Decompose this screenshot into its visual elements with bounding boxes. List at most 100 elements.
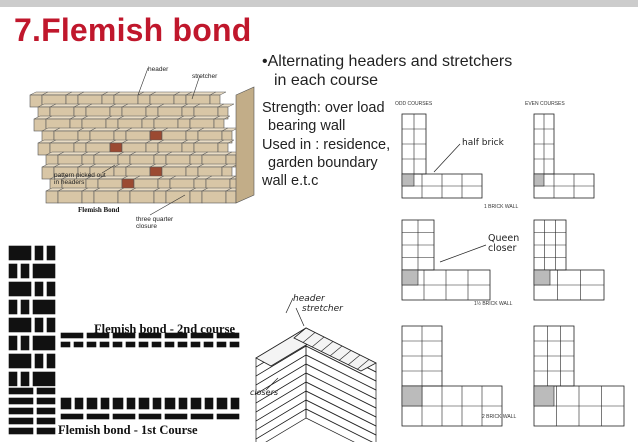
half-brick-leader <box>433 143 461 173</box>
plan-brick <box>189 412 215 421</box>
one-brick-wall-label: 1 BRICK WALL <box>484 204 519 210</box>
plan-brick <box>19 298 31 316</box>
plan-brick <box>7 298 19 316</box>
header-label: header <box>148 66 169 73</box>
flemish-bond-plan <box>7 244 241 436</box>
plan-brick <box>137 331 163 340</box>
plan-brick <box>137 340 150 349</box>
queen-closer-hatch <box>533 173 545 187</box>
plan-brick <box>35 386 57 396</box>
plan-brick <box>35 416 57 426</box>
caption-1st-course: Flemish bond - 1st Course <box>58 423 198 437</box>
plan-brick <box>177 396 189 411</box>
plan-brick <box>215 331 241 340</box>
flemish-bond-caption: Flemish Bond <box>78 206 120 214</box>
wall-brick <box>41 166 55 180</box>
one-half-brick-wall-label: 1½ BRICK WALL <box>474 301 513 307</box>
isometric-corner-sketch <box>255 297 377 442</box>
wall-brick <box>165 190 191 204</box>
plan-brick <box>111 331 137 340</box>
plan-brick <box>7 406 35 416</box>
iso-top-joint <box>356 359 370 370</box>
header-handwritten-note: header <box>293 294 325 304</box>
plan-brick <box>163 340 176 349</box>
plan-brick <box>7 280 33 298</box>
iso-top-joint <box>302 332 316 343</box>
header-arrow <box>285 297 294 314</box>
plan-brick <box>35 406 57 416</box>
plan-brick <box>7 416 35 426</box>
plan-brick <box>202 340 215 349</box>
plan-brick <box>31 262 57 280</box>
queen-closer-hatch <box>533 269 551 286</box>
queen-closer-hatch <box>401 173 415 187</box>
wall-brick <box>129 190 155 204</box>
plan-brick <box>35 396 57 406</box>
plan-brick <box>203 396 215 411</box>
plan-brick <box>7 316 33 334</box>
wall-brick <box>153 190 167 204</box>
plan-brick <box>59 396 73 411</box>
course-plans-drawing <box>401 113 625 427</box>
plan-brick <box>99 396 111 411</box>
plan-brick <box>33 352 45 370</box>
plan-brick <box>163 412 189 421</box>
iso-top-joint <box>338 350 352 361</box>
bullet-usage: Used in : residence, garden boundary wal… <box>262 137 391 189</box>
plan-brick <box>31 334 57 352</box>
plan-brick <box>215 412 241 421</box>
plan-brick <box>45 352 57 370</box>
iso-top-joint <box>347 354 361 366</box>
plan-brick <box>31 370 57 388</box>
wall-brick <box>225 190 237 204</box>
plan-brick <box>19 334 31 352</box>
plan-brick <box>137 412 163 421</box>
plan-brick <box>229 396 241 411</box>
plan-brick <box>189 396 203 411</box>
bullet-alternating: •Alternating headers and stretchers in e… <box>262 53 513 89</box>
wall-side-face <box>235 86 255 204</box>
queen-closer-hatch <box>533 385 555 407</box>
iso-top-joint <box>329 345 343 357</box>
plan-brick <box>45 280 57 298</box>
queen-closer-label: Queen closer <box>488 233 520 254</box>
closers-arrow <box>265 377 279 391</box>
wall-brick <box>117 190 131 204</box>
wall-brick <box>93 190 119 204</box>
iso-top-joint <box>293 327 307 339</box>
plan-brick <box>163 331 189 340</box>
queen-closer-leader <box>439 244 487 263</box>
wall-brick <box>201 190 227 204</box>
half-brick-label: half brick <box>462 138 504 148</box>
top-bar <box>0 0 638 7</box>
stretcher-leader-line <box>191 74 201 100</box>
iso-top-joint <box>320 341 334 352</box>
plan-brick <box>85 340 98 349</box>
stretcher-label: stretcher <box>192 73 218 80</box>
stretcher-arrow <box>295 307 305 327</box>
plan-brick <box>111 340 124 349</box>
plan-brick <box>150 340 163 349</box>
two-brick-wall-label: 2 BRICK WALL <box>482 414 517 420</box>
plan-brick <box>215 396 229 411</box>
plan-brick <box>137 396 151 411</box>
wall-brick <box>37 142 51 156</box>
plan-brick <box>85 396 99 411</box>
flemish-wall-illustration <box>29 67 255 216</box>
page-title: 7.Flemish bond <box>14 12 252 48</box>
stretcher-handwritten-note: stretcher <box>302 304 343 314</box>
plan-brick <box>189 340 202 349</box>
plan-brick <box>33 316 45 334</box>
plan-brick <box>31 298 57 316</box>
plan-brick <box>98 340 111 349</box>
even-courses-label: EVEN COURSES <box>525 101 565 107</box>
odd-courses-label: ODD COURSES <box>395 101 433 107</box>
plan-brick <box>19 262 31 280</box>
plan-brick <box>111 412 137 421</box>
closure-label: three quarter closure <box>136 216 174 230</box>
queen-closer-hatch <box>401 385 423 407</box>
wall-brick <box>33 118 47 132</box>
plan-brick <box>45 244 57 262</box>
plan-brick <box>151 396 163 411</box>
